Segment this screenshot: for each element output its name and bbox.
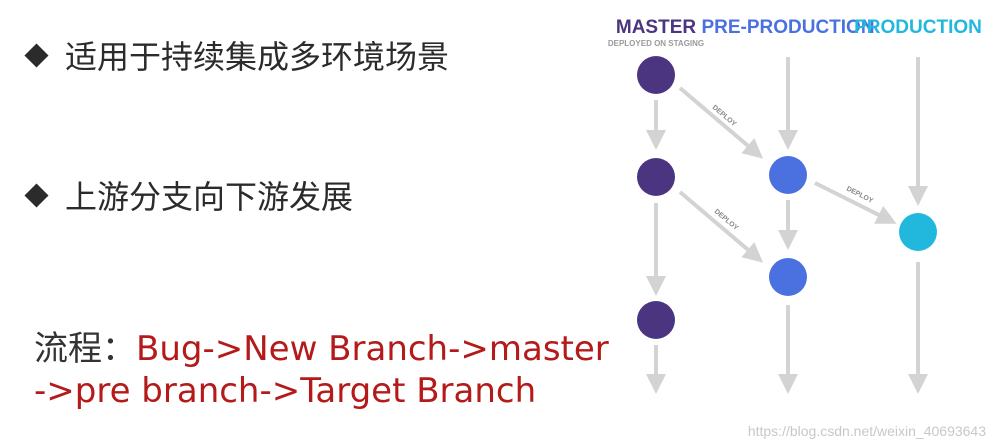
bullet-multi-env: 适用于持续集成多环境场景: [24, 32, 450, 78]
pre-production-commit-node-1: [769, 156, 807, 194]
bullet-text: 适用于持续集成多环境场景: [65, 38, 450, 76]
deploy-arrow-master-to-pre-1: [678, 86, 764, 159]
flow-steps-1: Bug->New Branch->master: [136, 329, 609, 369]
flow-description: 流程：Bug->New Branch->master ->pre branch-…: [34, 328, 609, 412]
flow-steps-2: ->pre branch->Target Branch: [34, 371, 537, 411]
flow-label: 流程：: [34, 329, 136, 369]
flow-line-1: 流程：Bug->New Branch->master: [34, 328, 609, 370]
master-commit-node-3: [637, 301, 675, 339]
watermark: https://blog.csdn.net/weixin_40693643: [747, 423, 986, 439]
deploy-arrow-pre-to-production: [814, 181, 897, 224]
master-commit-node-1: [637, 56, 675, 94]
bullet-upstream-downstream: 上游分支向下游发展: [24, 172, 354, 218]
column-title-pre-production: PRE-PRODUCTION: [701, 17, 874, 38]
column-subtitle-master: DEPLOYED ON STAGING: [608, 39, 704, 48]
pre-production-commit-node-2: [769, 258, 807, 296]
column-title-production: PRODUCTION: [854, 17, 982, 38]
production-commit-node-1: [899, 213, 937, 251]
bullet-text: 上游分支向下游发展: [65, 178, 354, 216]
master-commit-node-2: [637, 158, 675, 196]
column-title-master: MASTER: [616, 17, 697, 38]
deploy-arrow-master-to-pre-2: [678, 190, 764, 263]
